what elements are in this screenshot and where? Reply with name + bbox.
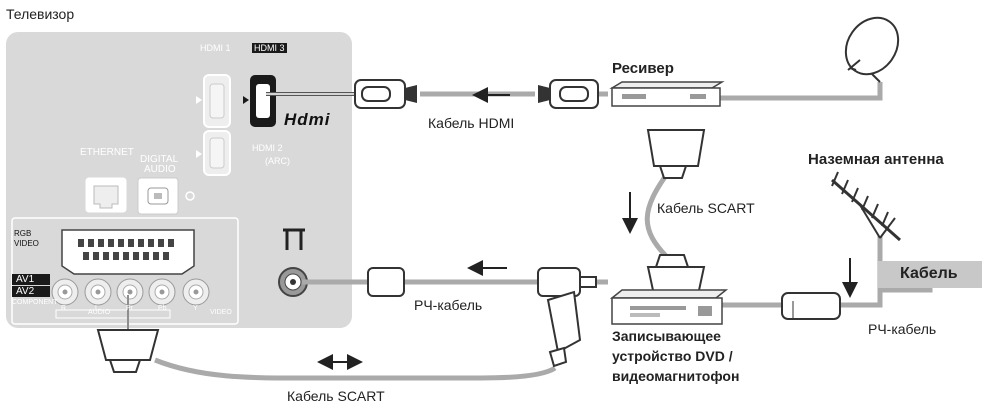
rf-cable-right-label: РЧ-кабель <box>868 321 937 337</box>
scart-plug-tv <box>96 329 160 373</box>
audio-small-label: AUDIO <box>88 309 111 316</box>
direction-arrows <box>317 87 858 370</box>
pr-label: Pr <box>126 305 133 312</box>
receiver-label: Ресивер <box>612 60 674 77</box>
recorder-device <box>609 289 729 325</box>
ethernet-port <box>85 177 127 213</box>
receiver-device <box>609 81 725 107</box>
cable-label: Кабель <box>900 265 958 282</box>
scart-cable-bottom-label: Кабель SCART <box>287 388 385 404</box>
recorder-label-line1: Записывающее <box>612 328 721 344</box>
scart-plug-receiver <box>646 129 706 179</box>
rf-plug-recorder <box>537 267 597 297</box>
terrestrial-antenna-label: Наземная антенна <box>808 151 944 168</box>
audio-label: AUDIO <box>144 164 176 175</box>
pb-label: Pb <box>158 305 167 312</box>
av1-badge <box>12 274 50 285</box>
hdmi1-label: HDMI 1 <box>200 43 231 53</box>
av1-label: AV1 <box>16 274 35 285</box>
hdmi-cable-label: Кабель HDMI <box>428 115 515 131</box>
component-label: COMPONENT <box>12 299 58 306</box>
av2-label: AV2 <box>16 286 35 297</box>
recorder-label-line3: видеомагнитофон <box>612 368 740 384</box>
tv-label: Телевизор <box>6 6 75 22</box>
av2-badge <box>12 286 50 297</box>
rca-jacks <box>51 278 210 306</box>
rgb-label: RGB <box>14 229 32 238</box>
scart-plug-recorder-rear <box>546 290 582 368</box>
r-label: R <box>61 305 67 312</box>
y-label: Y <box>193 305 198 312</box>
recorder-label-line2: устройство DVD / <box>612 348 733 364</box>
tv-back-panel <box>6 32 352 328</box>
digital-label: DIGITAL <box>140 154 179 165</box>
terrestrial-antenna-icon <box>831 171 901 242</box>
hdmi-plug-receiver <box>538 79 599 109</box>
hdmi-plug-tv <box>354 79 417 109</box>
hdmi3-label: HDMI 3 <box>252 43 287 53</box>
ethernet-label: ETHERNET <box>80 147 134 158</box>
rf-cable-middle-label: РЧ-кабель <box>414 297 483 313</box>
arc-label: (ARC) <box>265 156 290 166</box>
rf-plug-recorder-out <box>781 292 841 320</box>
l-label: L <box>95 305 99 312</box>
digital-audio-port <box>137 177 195 215</box>
rf-plug-tv <box>367 267 405 297</box>
hdmi2-port <box>196 130 231 176</box>
video-label: VIDEO <box>14 239 39 248</box>
scart-av1-port <box>61 229 195 275</box>
hdmi2-label: HDMI 2 <box>252 143 283 153</box>
antenna-symbol-icon <box>283 228 305 250</box>
cable-box <box>878 261 982 288</box>
satellite-dish-icon <box>844 16 900 83</box>
hdmi-logo: Hdmi <box>284 110 331 129</box>
scart-plug-recorder <box>646 254 706 296</box>
hdmi1-port <box>196 74 231 128</box>
scart-cable-right-label: Кабель SCART <box>657 200 755 216</box>
video-small-label: VIDEO <box>210 309 232 316</box>
rf-input-port <box>278 267 308 297</box>
